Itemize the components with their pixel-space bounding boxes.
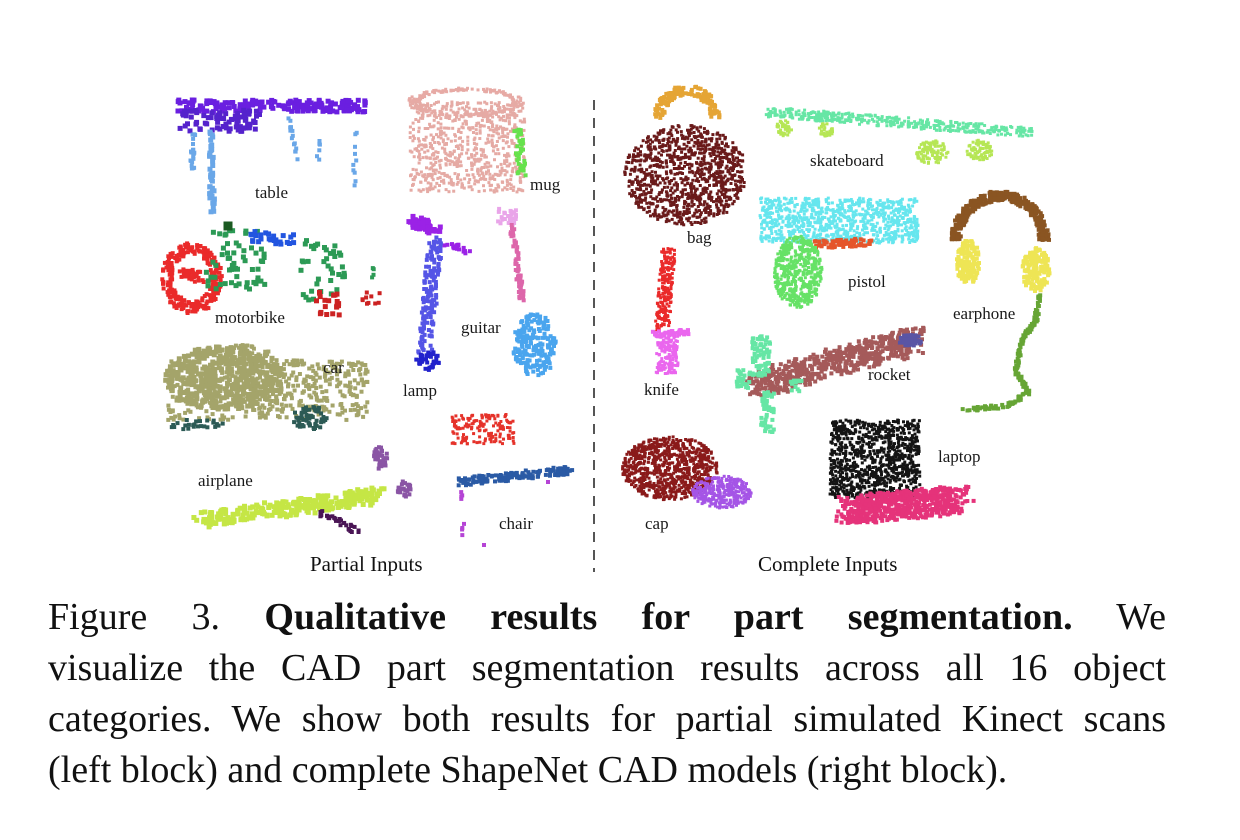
earphone-point-cloud — [949, 189, 1052, 413]
rocket-point-cloud — [734, 325, 926, 434]
caption-line1-tail: We — [1116, 596, 1166, 638]
label-bag: bag — [687, 228, 712, 247]
label-car: car — [323, 358, 344, 377]
label-rocket: rocket — [868, 365, 911, 384]
label-airplane: airplane — [198, 471, 253, 490]
label-guitar: guitar — [461, 318, 501, 337]
label-motorbike: motorbike — [215, 308, 285, 327]
chair-point-cloud — [450, 413, 575, 547]
figure-3-image: table mug motorbike guitar lamp car airp… — [160, 84, 1052, 576]
knife-point-cloud — [650, 247, 691, 375]
skateboard-point-cloud — [764, 107, 1034, 165]
label-cap: cap — [645, 514, 669, 533]
caption-prefix: Figure 3. — [48, 596, 221, 638]
car-point-cloud — [163, 343, 370, 432]
airplane-point-cloud — [191, 445, 413, 534]
label-laptop: laptop — [938, 447, 981, 466]
point-clouds — [160, 84, 1052, 547]
mug-point-cloud — [407, 86, 528, 194]
partial-inputs-title: Partial Inputs — [310, 552, 423, 576]
lamp-point-cloud — [406, 213, 472, 372]
label-mug: mug — [530, 175, 561, 194]
table-point-cloud — [175, 97, 368, 215]
label-lamp: lamp — [403, 381, 437, 400]
figure-caption: Figure 3. Qualitative results for part s… — [48, 592, 1166, 796]
label-earphone: earphone — [953, 304, 1015, 323]
caption-line-1: Figure 3. Qualitative results for part s… — [48, 592, 1166, 643]
pistol-point-cloud — [758, 196, 920, 309]
motorbike-point-cloud — [160, 221, 382, 318]
label-table: table — [255, 183, 288, 202]
bag-point-cloud — [623, 84, 746, 227]
caption-line-3: categories. We show both results for par… — [48, 698, 1166, 740]
label-skateboard: skateboard — [810, 151, 884, 170]
cap-point-cloud — [621, 435, 753, 510]
label-pistol: pistol — [848, 272, 886, 291]
label-knife: knife — [644, 380, 679, 399]
caption-line-4: (left block) and complete ShapeNet CAD m… — [48, 749, 1008, 791]
laptop-point-cloud — [828, 418, 976, 525]
caption-line-2: visualize the CAD part segmentation resu… — [48, 647, 1166, 689]
guitar-point-cloud — [496, 206, 558, 378]
caption-title: Qualitative results for part segmentatio… — [264, 596, 1073, 638]
label-chair: chair — [499, 514, 533, 533]
complete-inputs-title: Complete Inputs — [758, 552, 897, 576]
